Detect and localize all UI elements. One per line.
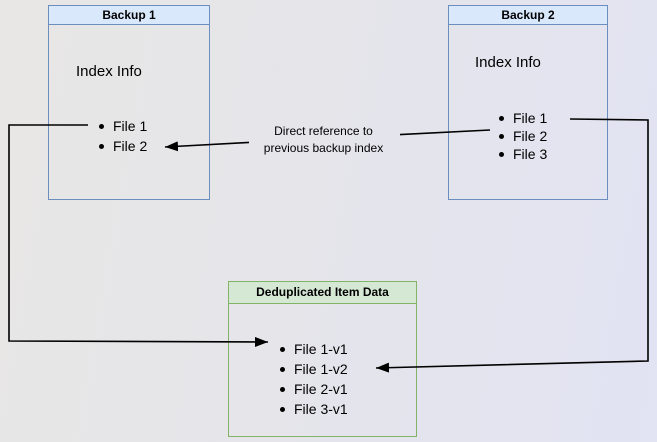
list-item: File 2	[99, 136, 147, 156]
node-dedup-title: Deduplicated Item Data	[229, 282, 416, 304]
list-item: File 3-v1	[280, 399, 348, 419]
list-item: File 2-v1	[280, 379, 348, 399]
bullet-icon	[280, 366, 285, 372]
bullet-icon	[99, 123, 104, 129]
file-label: File 1	[513, 110, 548, 126]
list-item: File 1-v1	[280, 339, 348, 359]
file-label: File 1-v1	[294, 341, 348, 357]
file-label: File 1-v2	[294, 361, 348, 377]
file-label: File 3	[513, 146, 548, 162]
file-label: File 2	[513, 128, 548, 144]
edge-label: Direct reference to previous backup inde…	[236, 123, 411, 157]
node-backup1: Backup 1 Index Info File 1 File 2	[48, 5, 210, 200]
node-backup2-title: Backup 2	[449, 6, 607, 25]
bullet-icon	[499, 151, 504, 157]
bullet-icon	[280, 406, 285, 412]
file-label: File 1	[113, 118, 148, 134]
file-label: File 2	[113, 138, 148, 154]
file-label: File 3-v1	[294, 401, 348, 417]
dedup-file-list: File 1-v1 File 1-v2 File 2-v1 File 3-v1	[280, 339, 348, 419]
node-backup2: Backup 2 Index Info File 1 File 2 File 3	[448, 5, 608, 200]
file-label: File 2-v1	[294, 381, 348, 397]
backup2-file-list: File 1 File 2 File 3	[499, 109, 547, 163]
node-dedup-item-data: Deduplicated Item Data File 1-v1 File 1-…	[228, 281, 417, 437]
bullet-icon	[280, 346, 285, 352]
list-item: File 1	[99, 116, 147, 136]
bullet-icon	[280, 386, 285, 392]
edge-label-line2: previous backup index	[263, 141, 384, 155]
bullet-icon	[499, 115, 504, 121]
edge-label-line1: Direct reference to	[274, 124, 373, 138]
node-backup1-title: Backup 1	[49, 6, 209, 25]
node-backup2-subtitle: Index Info	[475, 54, 541, 71]
list-item: File 3	[499, 145, 547, 163]
list-item: File 1-v2	[280, 359, 348, 379]
backup1-file-list: File 1 File 2	[99, 116, 147, 156]
node-backup1-subtitle: Index Info	[76, 63, 142, 80]
list-item: File 1	[499, 109, 547, 127]
list-item: File 2	[499, 127, 547, 145]
bullet-icon	[99, 143, 104, 149]
bullet-icon	[499, 133, 504, 139]
